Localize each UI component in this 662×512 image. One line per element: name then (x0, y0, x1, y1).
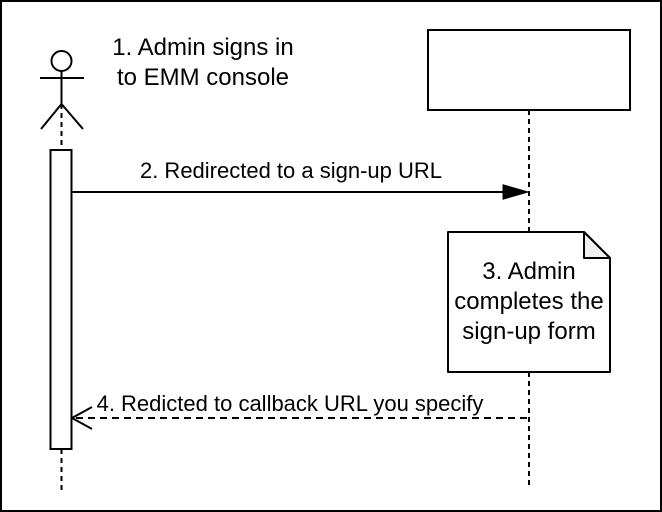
note-shape (447, 231, 611, 373)
actor-right-leg (60, 103, 84, 130)
message-2-arrow (72, 184, 530, 200)
participant-box (427, 29, 631, 111)
note-fold-icon (583, 231, 611, 259)
stick-figure-actor-icon (40, 50, 84, 130)
actor-left-leg (40, 103, 63, 130)
note-outline (447, 231, 611, 373)
actor-label: 1. Admin signs in to EMM console (112, 34, 294, 91)
message-4-label: 4. Redicted to callback URL you specify (96, 391, 484, 416)
message-4-open-arrowhead-icon (69, 406, 93, 430)
message-2-arrowhead-icon (502, 184, 530, 200)
message-4-arrow (69, 406, 529, 430)
actor-activation-bar (49, 149, 73, 450)
message-2-label: 2. Redirected to a sign-up URL (139, 158, 443, 183)
note-label: 3. Admin completes the sign-up form (454, 258, 604, 345)
